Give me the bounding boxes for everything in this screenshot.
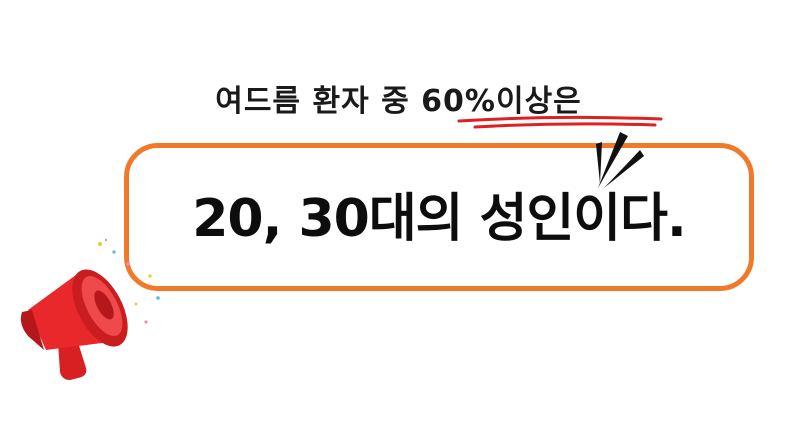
megaphone-icon [20, 238, 160, 380]
headline-prefix: 여드름 환자 중 [215, 84, 422, 119]
red-underline [457, 115, 663, 129]
emphasis-burst-icon [596, 132, 644, 188]
callout-text: 20, 30대의 성인이다. [192, 189, 686, 249]
headline: 여드름 환자 중 60%이상은 [0, 76, 797, 120]
headline-suffix: 이상은 [495, 84, 582, 119]
headline-highlight: 60% [421, 84, 496, 119]
callout-box [124, 143, 754, 291]
